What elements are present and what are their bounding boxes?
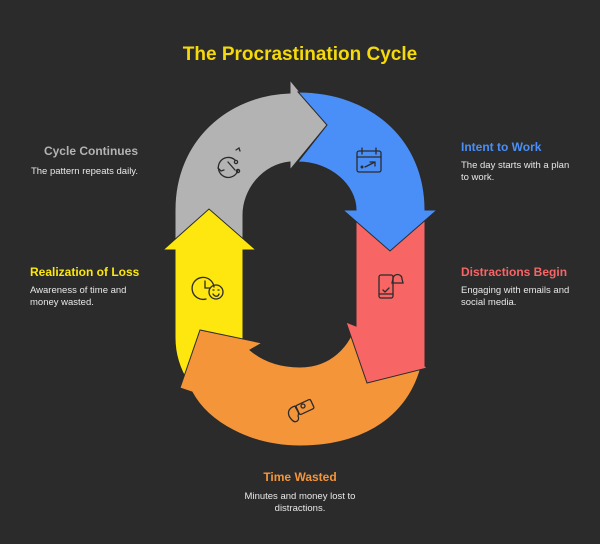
stage-desc-intent-to-work: The day starts with a plan to work.: [461, 160, 570, 183]
clock-face-icon: [191, 276, 224, 301]
stage-label-distractions-begin: Distractions Begin: [461, 265, 568, 279]
money-burning-icon: [287, 398, 315, 423]
stage-desc-cycle-continues: The pattern repeats daily.: [30, 166, 138, 177]
stage-label-intent-to-work: Intent to Work: [461, 140, 542, 154]
arrow-cycle-continues: [174, 78, 328, 246]
phone-notification-icon: [378, 273, 404, 299]
diagram-title: The Procrastination Cycle: [182, 44, 418, 65]
calendar-icon: [356, 147, 382, 173]
stage-desc-realization-of-loss: Awareness of time and money wasted.: [30, 285, 127, 308]
stage-label-time-wasted: Time Wasted: [263, 470, 337, 484]
stage-label-realization-of-loss: Realization of Loss: [30, 265, 140, 279]
stage-desc-distractions-begin: Engaging with emails and social media.: [461, 285, 570, 308]
stage-desc-time-wasted: Minutes and money lost to distractions.: [244, 491, 356, 514]
stage-label-cycle-continues: Cycle Continues: [43, 144, 138, 158]
cycle-icon: [217, 146, 241, 179]
